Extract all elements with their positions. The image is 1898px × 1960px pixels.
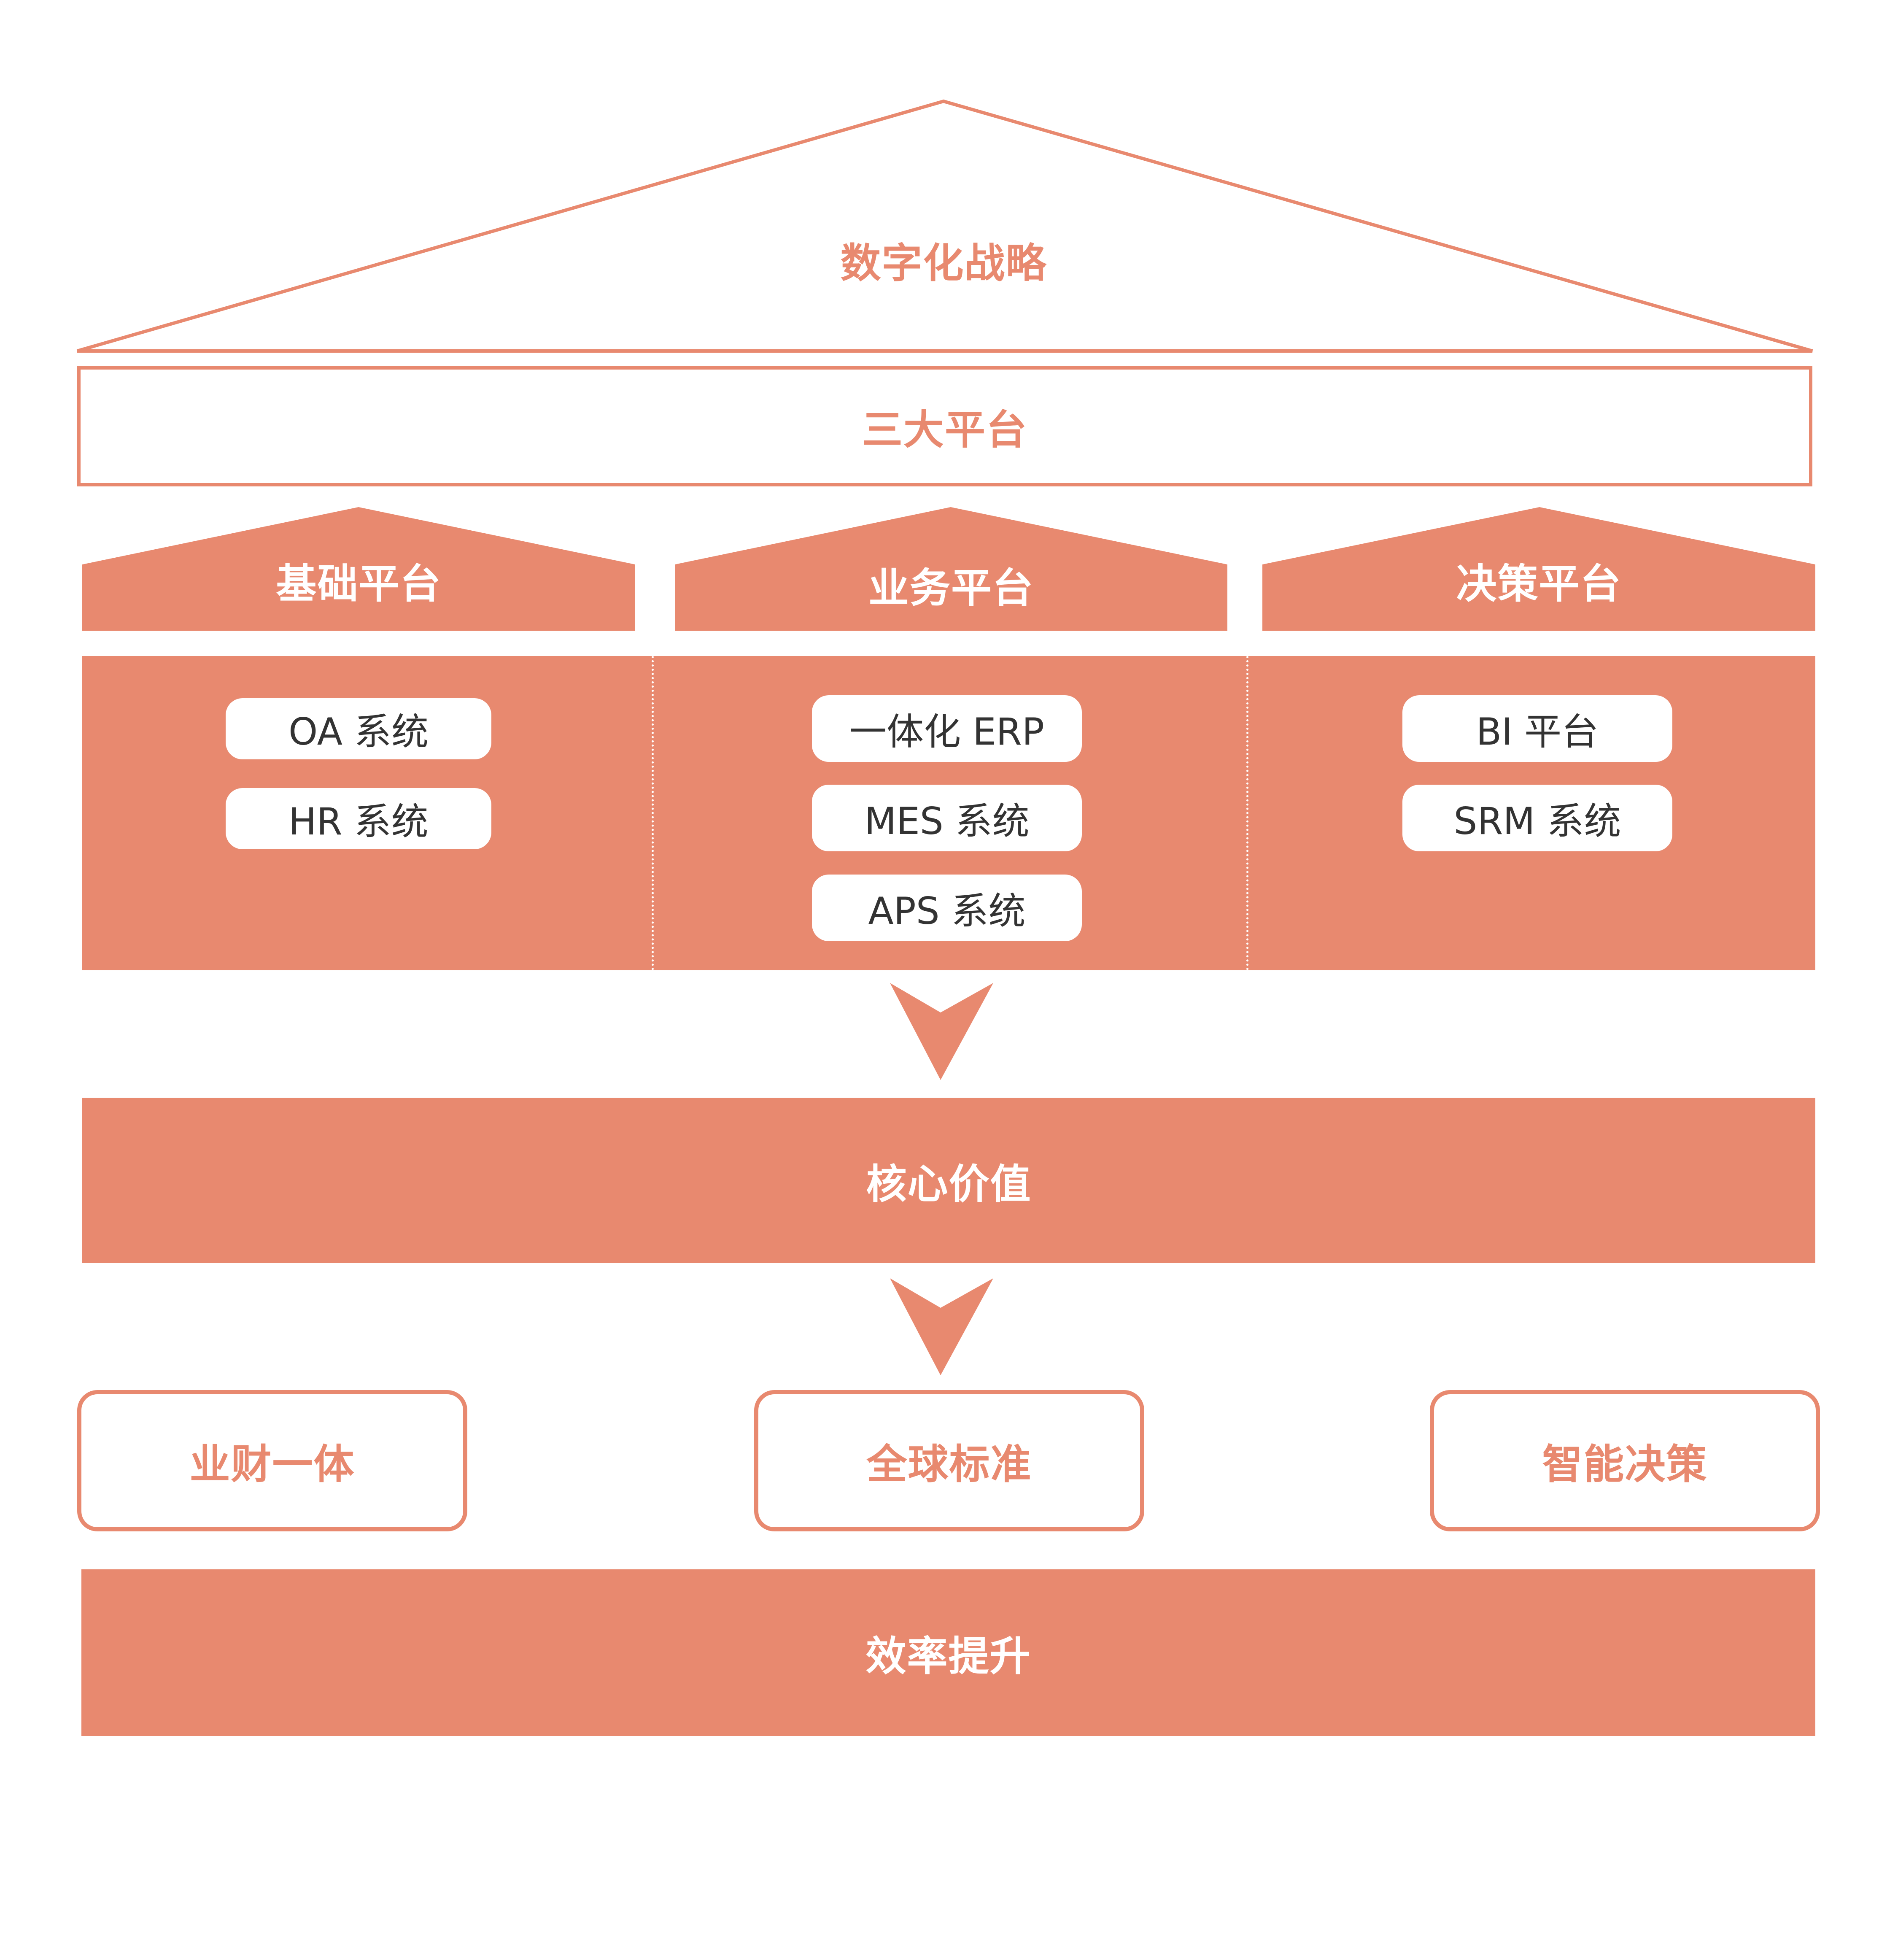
column-divider (1246, 656, 1248, 970)
down-arrow-icon (890, 983, 993, 1080)
platform-bar-title: 三大平台 (862, 406, 1027, 454)
roof-title: 数字化战略 (840, 239, 1047, 287)
value-box-global-standard: 全球标准 (754, 1390, 1144, 1531)
platform-banner-shape (675, 507, 1227, 631)
system-pill-erp: 一体化 ERP (812, 695, 1082, 762)
efficiency-title: 效率提升 (865, 1633, 1031, 1680)
platform-title-business: 业务平台 (868, 564, 1034, 612)
system-pill-srm: SRM 系统 (1402, 785, 1672, 851)
platform-bar: 三大平台 (77, 366, 1812, 486)
value-title: 全球标准 (866, 1441, 1032, 1488)
system-pill-mes: MES 系统 (812, 785, 1082, 851)
value-box-finance: 业财一体 (77, 1390, 467, 1531)
column-divider (652, 656, 654, 970)
value-title: 智能决策 (1542, 1441, 1708, 1488)
roof-outline (76, 99, 1813, 353)
platform-banner-shape (1262, 507, 1815, 631)
platform-banners (82, 507, 1815, 631)
core-value-title: 核心价值 (866, 1160, 1032, 1208)
system-pill-aps: APS 系统 (812, 875, 1082, 941)
down-arrow-icon (890, 1278, 993, 1375)
platform-title-basic: 基础平台 (276, 560, 442, 607)
core-value-band: 核心价值 (82, 1098, 1815, 1263)
platform-banner-shape (82, 507, 635, 631)
system-pill-oa: OA 系统 (226, 698, 491, 759)
platform-title-decision: 决策平台 (1456, 560, 1622, 607)
value-box-smart-decision: 智能决策 (1430, 1390, 1820, 1531)
efficiency-band: 效率提升 (81, 1569, 1815, 1736)
system-pill-hr: HR 系统 (226, 788, 491, 849)
value-title: 业财一体 (189, 1441, 355, 1488)
system-pill-bi: BI 平台 (1402, 695, 1672, 762)
